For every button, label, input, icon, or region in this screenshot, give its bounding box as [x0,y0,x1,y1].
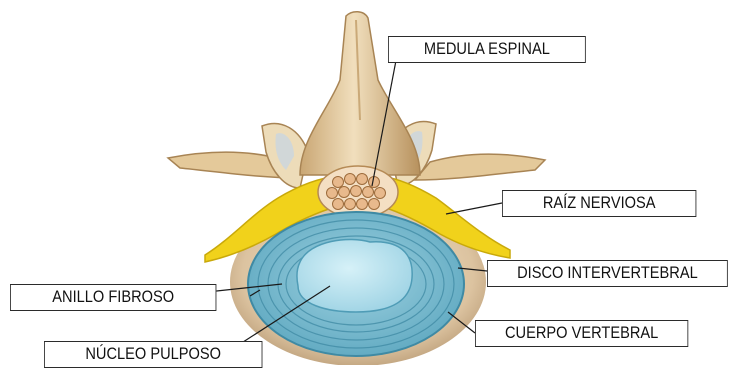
nucleus-pulposus [297,239,412,312]
nerve-root-label: RAÍZ NERVIOSA [502,190,696,217]
spinal-cord-label: MEDULA ESPINAL [388,36,586,63]
vertebral-body-label: CUERPO VERTEBRAL [475,320,688,347]
nucleus-pulposus-label: NÚCLEO PULPOSO [44,341,262,368]
spinal-cord [318,166,398,218]
annulus-fibrosus-label: ANILLO FIBROSO [10,284,216,311]
intervertebral-disc-label: DISCO INTERVERTEBRAL [487,260,728,287]
